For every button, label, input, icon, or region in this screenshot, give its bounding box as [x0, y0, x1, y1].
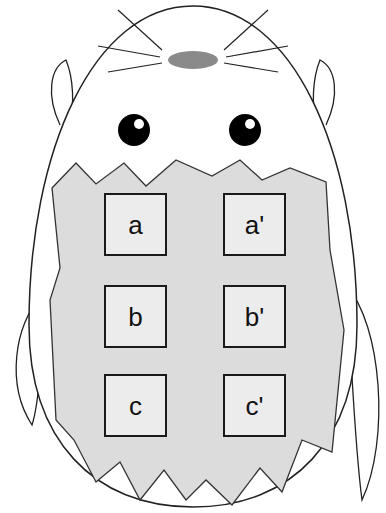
box-letter: a' — [245, 212, 264, 238]
left-eye — [118, 114, 150, 146]
box-letter: c — [129, 393, 142, 419]
box-letter: a — [128, 212, 142, 238]
head-spot — [168, 51, 218, 69]
whiskers — [98, 10, 288, 72]
box-letter: b' — [245, 304, 264, 330]
label-box: a — [104, 193, 167, 256]
label-box: c' — [223, 374, 286, 437]
body-outline — [29, 6, 357, 507]
box-letter: c' — [246, 393, 264, 419]
left-eye-shine — [134, 119, 144, 129]
label-box: b — [104, 285, 167, 348]
label-box: b' — [223, 285, 286, 348]
label-box: a' — [223, 193, 286, 256]
right-eye-shine — [245, 119, 255, 129]
box-letter: b — [128, 304, 142, 330]
right-eye — [229, 114, 261, 146]
label-box: c — [104, 374, 167, 437]
mouth-region — [50, 160, 344, 505]
